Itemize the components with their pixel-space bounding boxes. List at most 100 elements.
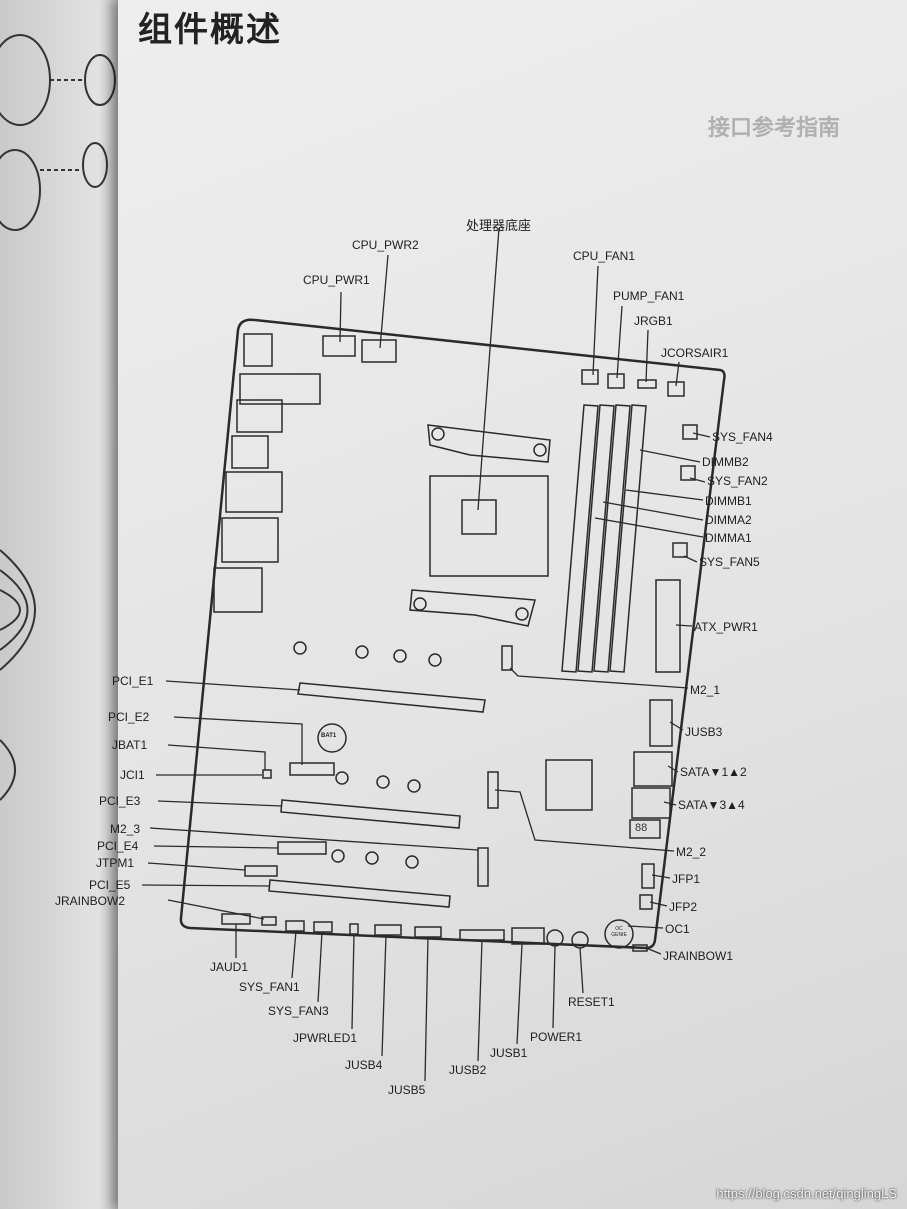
label-m2-2: M2_2 xyxy=(676,845,707,859)
jtpm1-header xyxy=(244,865,278,877)
cpu-pwr2-connector xyxy=(361,339,397,363)
label-sys-fan5: SYS_FAN5 xyxy=(699,555,760,569)
label-jbat1: JBAT1 xyxy=(112,738,148,752)
leader-pci-e3 xyxy=(157,800,283,807)
pci-e2-slot xyxy=(289,762,335,776)
leader-sys-fan3 xyxy=(317,931,323,1003)
jci1-header xyxy=(262,769,272,779)
leader-power1 xyxy=(552,945,556,1029)
screw-hole xyxy=(515,607,529,621)
manual-page xyxy=(118,0,907,1209)
label-atx-pwr1: ATX_PWR1 xyxy=(694,620,758,634)
leader-reset1 xyxy=(579,947,584,994)
leader-jusb5 xyxy=(424,936,429,1082)
label-jci1: JCI1 xyxy=(120,768,145,782)
label-jcorsair1: JCORSAIR1 xyxy=(661,346,729,360)
sys-fan2-header xyxy=(680,465,696,481)
io-port xyxy=(243,333,273,367)
chipset xyxy=(545,759,593,811)
m2-standoff xyxy=(365,851,379,865)
leader-pci-e5 xyxy=(141,884,271,887)
dimm-slot xyxy=(593,404,631,673)
pci-e3-slot xyxy=(280,799,461,829)
leader-dimma1 xyxy=(594,517,704,538)
jusb1-connector xyxy=(511,927,545,945)
leader-cpu-fan1 xyxy=(592,265,599,376)
label-jusb3: JUSB3 xyxy=(685,725,723,739)
io-port xyxy=(221,517,279,563)
m2-standoff xyxy=(335,771,349,785)
cpu-socket xyxy=(429,475,549,577)
ghost-title: 接口参考指南 xyxy=(708,116,841,141)
leader-jtpm1 xyxy=(147,862,246,871)
io-port xyxy=(231,435,269,469)
m2-standoff xyxy=(407,779,421,793)
section-title: 组件概述 xyxy=(138,10,282,50)
label-jrainbow1: JRAINBOW1 xyxy=(663,949,734,963)
watermark: https://blog.csdn.net/qinglingLS xyxy=(716,1186,897,1201)
label-jusb5: JUSB5 xyxy=(388,1083,426,1097)
leader-pump-fan1 xyxy=(616,305,623,379)
label-oc1: OC1 xyxy=(665,922,690,936)
label-jusb1: JUSB1 xyxy=(490,1046,528,1060)
label-power1: POWER1 xyxy=(530,1030,583,1044)
pump-fan1-header xyxy=(607,373,625,389)
label-reset1: RESET1 xyxy=(568,995,615,1009)
label-socket: 处理器底座 xyxy=(466,218,532,233)
m2-slot-vertical xyxy=(477,847,489,887)
bat-label: BAT1 xyxy=(321,733,337,739)
io-port xyxy=(236,399,283,433)
label-dimma1: DIMMA1 xyxy=(705,531,752,545)
leader-jcorsair1 xyxy=(675,361,680,387)
label-cpu-fan1: CPU_FAN1 xyxy=(573,249,636,263)
label-sata34: SATA▼3▲4 xyxy=(678,798,745,812)
label-sys-fan2: SYS_FAN2 xyxy=(707,474,768,488)
sys-fan5-header xyxy=(672,542,688,558)
label-dimma2: DIMMA2 xyxy=(705,513,752,527)
label-jfp1: JFP1 xyxy=(672,872,701,886)
leader-jrainbow2 xyxy=(167,899,265,920)
dimm-slot xyxy=(561,404,599,673)
m2-3-slot xyxy=(277,841,327,855)
io-port xyxy=(239,373,321,405)
label-jfp2: JFP2 xyxy=(669,900,698,914)
leader-jusb1 xyxy=(516,943,523,1045)
debug-led xyxy=(629,819,661,839)
label-pci-e2: PCI_E2 xyxy=(108,710,150,724)
label-m2-1: M2_1 xyxy=(690,683,721,697)
jusb3-connector xyxy=(649,699,673,747)
leader-sata12 xyxy=(667,765,679,773)
leader-m2-1 xyxy=(509,667,689,689)
screw-hole xyxy=(413,597,427,611)
sata-1-2-connector xyxy=(633,751,673,787)
left-page xyxy=(0,0,140,1209)
leader-oc1 xyxy=(627,925,664,929)
m2-standoff xyxy=(331,849,345,863)
m2-standoff xyxy=(293,641,307,655)
dimm-slot xyxy=(577,404,615,673)
leader-jfp1 xyxy=(651,874,671,879)
jpwrled1-header xyxy=(349,923,359,935)
jrgb1-header xyxy=(637,379,657,389)
pci-e1-slot xyxy=(297,682,486,713)
sys-fan1-header xyxy=(285,920,305,932)
leader-jrainbow1 xyxy=(645,947,662,955)
io-port xyxy=(225,471,283,513)
leader-pci-e4 xyxy=(153,845,279,849)
label-sys-fan3: SYS_FAN3 xyxy=(268,1004,329,1018)
label-pci-e4: PCI_E4 xyxy=(97,839,139,853)
leader-jbat1 xyxy=(167,744,266,770)
label-cpu-pwr1: CPU_PWR1 xyxy=(303,273,370,287)
leader-dimmb2 xyxy=(639,449,701,463)
label-jrgb1: JRGB1 xyxy=(634,314,673,328)
leader-sys-fan1 xyxy=(291,930,297,979)
left-page-illustration xyxy=(0,34,116,801)
leader-pci-e2 xyxy=(173,716,303,765)
cpu-pwr1-connector xyxy=(322,335,356,357)
atx-pwr1-connector xyxy=(655,579,681,673)
screw-hole xyxy=(431,427,445,441)
leader-sata34 xyxy=(663,801,677,806)
jusb4-header xyxy=(374,924,402,936)
jusb2-header xyxy=(459,929,505,941)
